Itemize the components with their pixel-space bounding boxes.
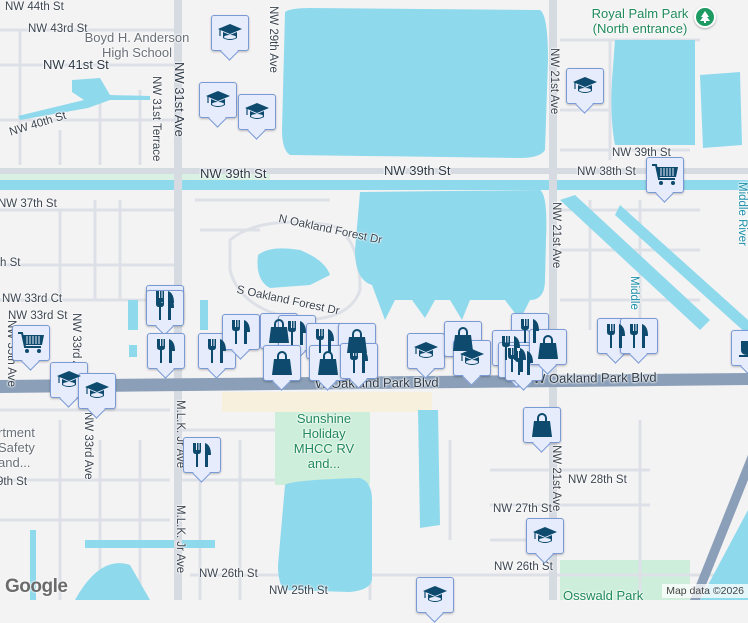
- street-label: NW 26th St: [199, 568, 258, 580]
- shopping-bag-icon: [532, 413, 552, 437]
- map-marker-school[interactable]: [238, 94, 276, 130]
- shopping-bag-icon: [269, 319, 289, 343]
- cafe-icon: [739, 341, 748, 357]
- street-label: NW 21st Ave: [550, 202, 562, 269]
- map-marker-restaurant[interactable]: [222, 314, 260, 350]
- street-label: NW 44th St: [5, 1, 64, 13]
- restaurant-icon: [515, 351, 533, 375]
- restaurant-icon: [193, 443, 211, 467]
- map-marker-shopping-bag[interactable]: [263, 345, 301, 381]
- shopping-cart-icon: [652, 164, 678, 185]
- restaurant-icon: [630, 324, 648, 348]
- shopping-bag-icon: [318, 351, 338, 375]
- poi-label-boyd-school[interactable]: Boyd H. Anderson High School: [84, 30, 190, 60]
- commercial-area: [222, 392, 432, 412]
- map-marker-shopping-bag[interactable]: [529, 329, 567, 365]
- poi-label-department[interactable]: rtment Safety and...: [0, 425, 35, 470]
- map-marker-shopping-cart[interactable]: [12, 325, 50, 361]
- street-label: NW 21st Ave: [550, 445, 562, 512]
- map-marker-school[interactable]: [211, 15, 249, 51]
- street-label: NW 31st Ave: [172, 62, 187, 137]
- restaurant-icon: [607, 324, 625, 348]
- map-marker-restaurant[interactable]: [340, 343, 378, 379]
- river-label: Middle River: [736, 182, 748, 246]
- map-marker-restaurant[interactable]: [146, 290, 184, 326]
- shopping-cart-icon: [18, 332, 44, 353]
- map-marker-school[interactable]: [78, 373, 116, 409]
- water-bodies: [0, 8, 748, 600]
- restaurant-icon: [288, 321, 306, 345]
- shopping-bag-icon: [272, 351, 292, 375]
- school-icon: [245, 103, 269, 119]
- street-label: NW 37th St: [0, 198, 57, 210]
- street-label: NW 43rd St: [28, 23, 88, 35]
- street-label: NW 39th St: [384, 163, 451, 178]
- map-marker-cafe[interactable]: [731, 330, 748, 366]
- restaurant-icon: [316, 329, 334, 353]
- street-label: NW 27th St: [493, 503, 552, 515]
- street-label: h St: [0, 257, 21, 269]
- street-label: NW 21st Ave: [548, 48, 560, 115]
- restaurant-icon: [156, 296, 174, 320]
- restaurant-icon: [521, 319, 539, 343]
- restaurant-icon: [157, 339, 175, 363]
- street-label: NW 39th St: [612, 147, 671, 159]
- street-label: NW 31st Terrace: [150, 76, 162, 162]
- map-attribution[interactable]: Map data ©2026: [662, 584, 748, 598]
- map-marker-restaurant[interactable]: [183, 437, 221, 473]
- river-label: Middle: [628, 276, 640, 310]
- school-icon: [414, 342, 438, 358]
- map-marker-school[interactable]: [199, 82, 237, 118]
- school-icon: [85, 382, 109, 398]
- school-icon: [218, 24, 242, 40]
- street-label: M.L.K. Jr Ave: [174, 505, 186, 574]
- restaurant-icon: [208, 339, 226, 363]
- park-tree-icon[interactable]: [694, 6, 716, 28]
- school-icon: [460, 349, 484, 365]
- street-label: 9th St: [0, 476, 28, 488]
- map-marker-restaurant[interactable]: [620, 318, 658, 354]
- map-marker-school[interactable]: [526, 518, 564, 554]
- restaurant-icon: [232, 320, 250, 344]
- street-label: NW 33rd St: [8, 310, 68, 322]
- map-marker-school[interactable]: [407, 333, 445, 369]
- shopping-bag-icon: [538, 335, 558, 359]
- school-icon: [423, 586, 447, 602]
- school-icon: [573, 77, 597, 93]
- google-logo: Google: [5, 576, 68, 597]
- street-label: NW 39th St: [200, 166, 267, 181]
- poi-label-royal-palm-park[interactable]: Royal Palm Park (North entrance): [591, 6, 689, 36]
- street-label: NW 26th St: [494, 561, 553, 573]
- school-icon: [57, 371, 81, 387]
- map-marker-shopping-bag[interactable]: [309, 345, 347, 381]
- street-label: NW 41st St: [43, 57, 109, 72]
- shopping-bag-icon: [453, 327, 473, 351]
- map-marker-school[interactable]: [416, 577, 454, 613]
- school-icon: [533, 527, 557, 543]
- street-label: NW 28th St: [568, 474, 627, 486]
- map-marker-shopping-cart[interactable]: [646, 157, 684, 193]
- map-marker-shopping-bag[interactable]: [523, 407, 561, 443]
- map-marker-school[interactable]: [566, 68, 604, 104]
- street-label: NW 38th St: [577, 166, 636, 178]
- street-label: NW 33rd Ave: [82, 412, 94, 480]
- poi-label-osswald-park[interactable]: Osswald Park: [563, 588, 644, 603]
- restaurant-icon: [350, 349, 368, 373]
- map-marker-school[interactable]: [453, 340, 491, 376]
- map-marker-restaurant[interactable]: [147, 333, 185, 369]
- street-label: W Oakland Park Blvd: [533, 369, 657, 386]
- map-canvas[interactable]: [0, 0, 748, 600]
- street-label: NW 33rd Ct: [2, 293, 63, 305]
- street-label: NW 25th St: [269, 585, 328, 597]
- school-icon: [206, 91, 230, 107]
- poi-label-sunshine-holiday[interactable]: Sunshine Holiday MHCC RV and...: [293, 411, 355, 471]
- street-label: NW 29th Ave: [267, 6, 279, 73]
